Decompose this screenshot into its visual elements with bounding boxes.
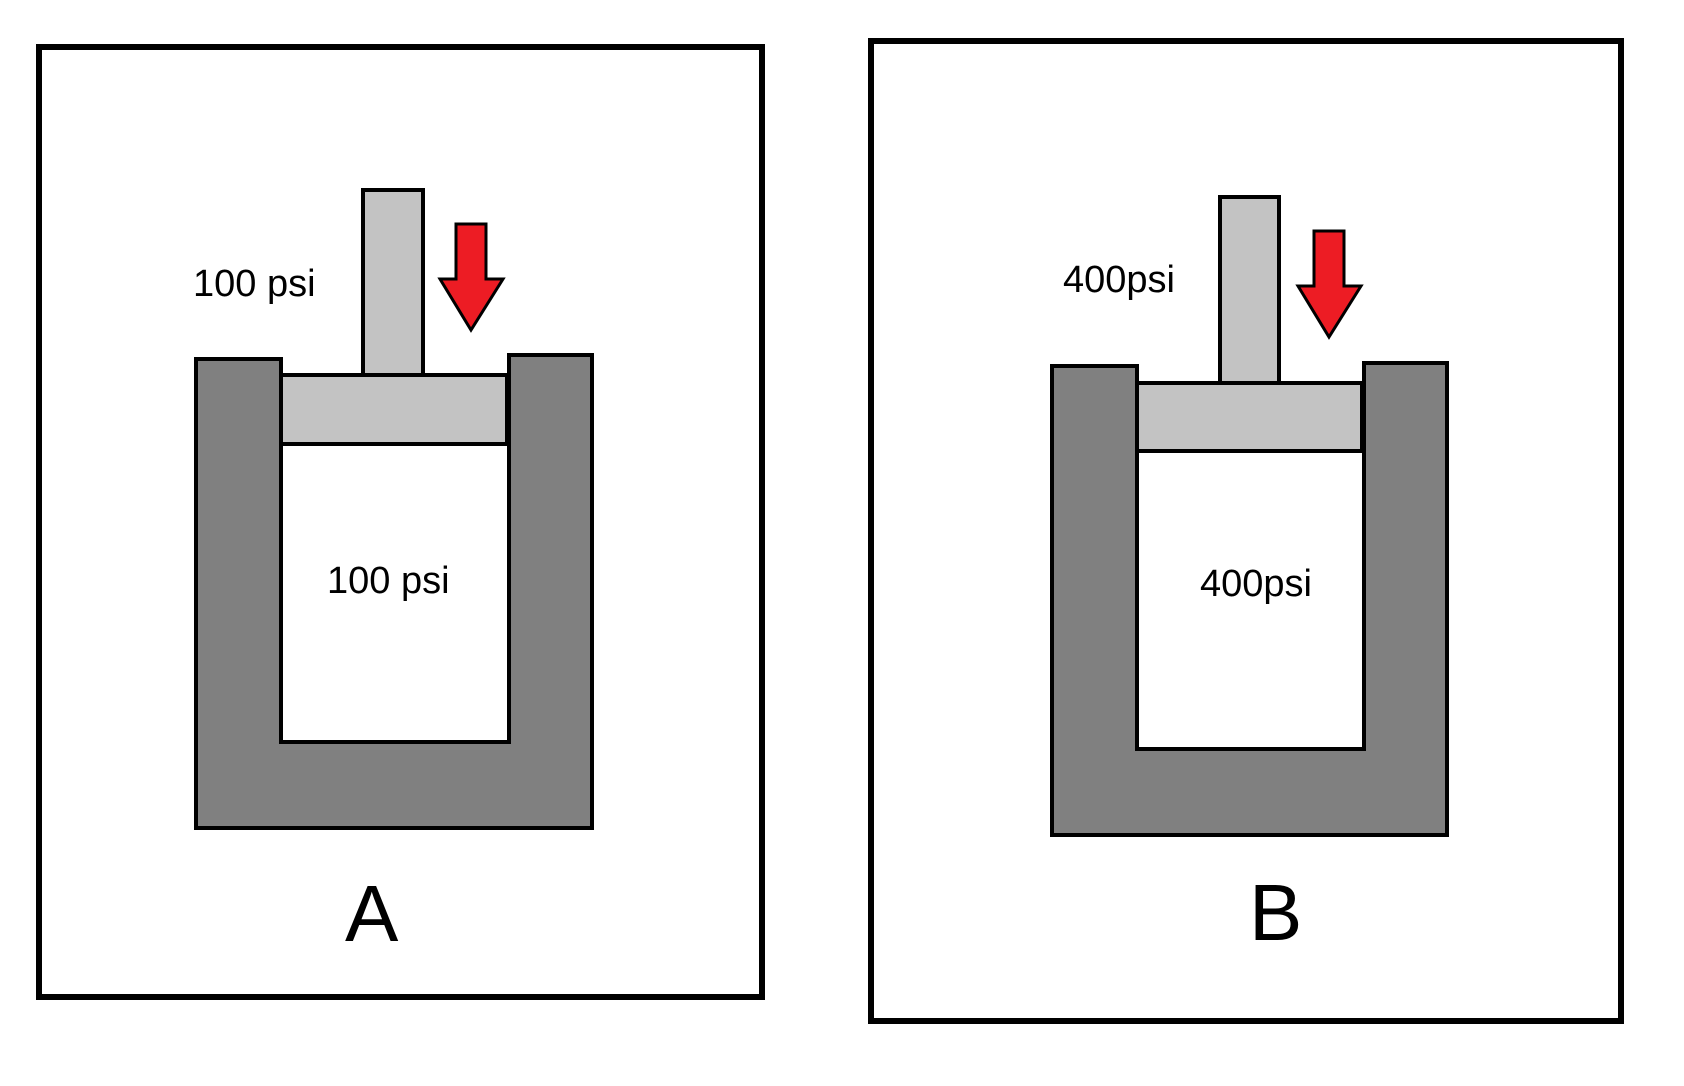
panel-b-down-arrow-icon [1295, 229, 1364, 340]
panel-a-applied-pressure-label: 100 psi [193, 263, 316, 305]
panel-a-piston-rod [361, 188, 425, 377]
panel-a-internal-pressure-label: 100 psi [327, 560, 450, 602]
panel-b-internal-pressure-label: 400psi [1200, 563, 1312, 605]
panel-b-applied-pressure-label: 400psi [1063, 259, 1175, 301]
panel-b-piston-rod [1218, 195, 1281, 385]
panel-b-chamber [1135, 449, 1366, 751]
panel-a: 100 psi 100 psi A [36, 44, 765, 1000]
panel-a-caption: A [345, 869, 399, 958]
panel-b-piston-head [1135, 381, 1364, 453]
panel-b-caption: B [1249, 868, 1302, 957]
panel-a-piston-head [279, 373, 509, 446]
panel-b: 400psi 400psi B [868, 38, 1624, 1024]
panel-a-down-arrow-icon [437, 222, 506, 333]
